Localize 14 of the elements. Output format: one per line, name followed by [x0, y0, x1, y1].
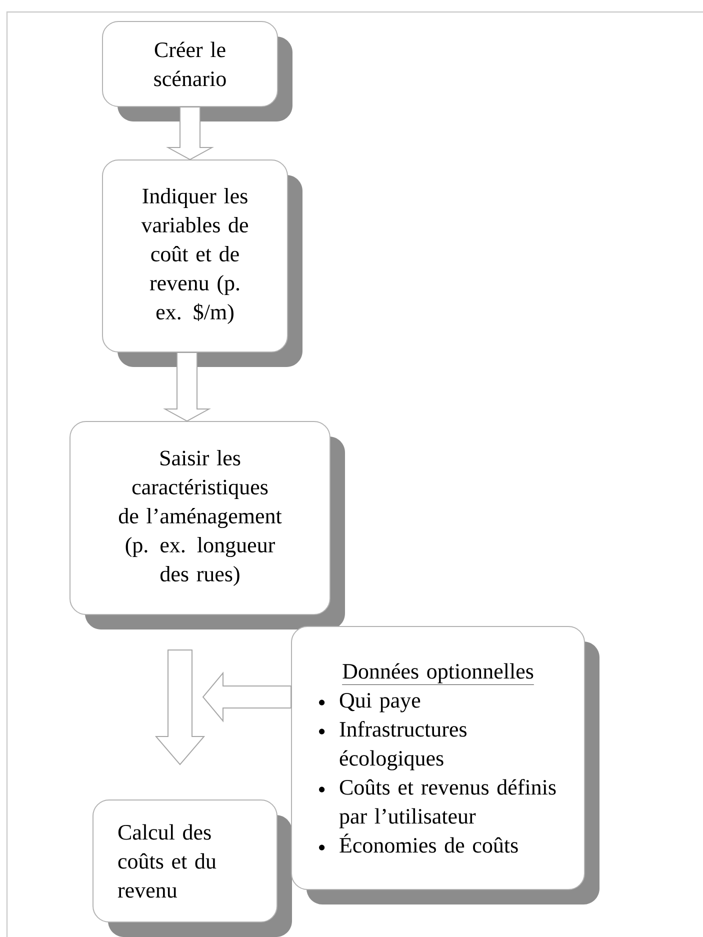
process-box: Saisir les caractéristiques de l’aménagement (p. ex. longueur des rues)	[70, 421, 345, 630]
bullet-item: Économies de coûts	[319, 834, 518, 853]
process-box: Indiquer les variables de coût et de revenu (p. ex. $/m)	[102, 160, 302, 367]
block-arrow	[163, 352, 211, 422]
process-box: Créer le scénario	[102, 21, 292, 122]
bullet-item: Infrastructures écologiques	[319, 721, 466, 770]
block-arrow	[202, 672, 292, 722]
bullet-item: Qui paye	[319, 692, 420, 712]
heading-text: Données optionnelles	[342, 663, 534, 685]
block-arrow	[166, 106, 214, 160]
bullet-item: Coûts et revenus définis par l’utilisateur	[319, 779, 556, 828]
process-box: Calcul des coûts et du revenu	[92, 800, 292, 937]
block-arrow	[154, 650, 206, 766]
info-box	[291, 626, 600, 904]
